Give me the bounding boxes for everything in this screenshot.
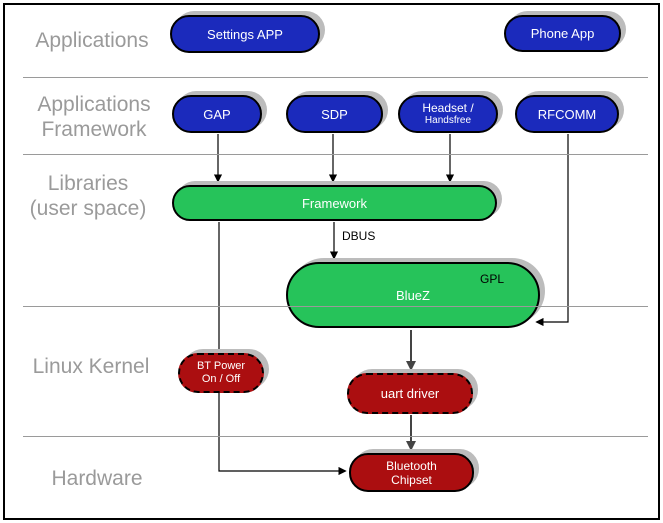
node-bluez: GPL BlueZ [286,262,540,328]
node-label: RFCOMM [537,106,597,122]
node-label: BlueZ [396,287,430,303]
layer-label-line: (user space) [29,197,147,220]
node-label: BT Power [196,360,246,372]
node-headset-handsfree: Headset / Handsfree [398,95,498,133]
node-uart-driver: uart driver [347,373,473,414]
node-rfcomm: RFCOMM [515,95,619,133]
node-label: Handsfree [424,114,472,126]
layer-label-linux-kernel: Linux Kernel [15,354,167,379]
layer-divider-3 [23,306,648,307]
node-label: Settings APP [207,26,283,42]
node-framework: Framework [172,185,497,221]
layer-label-hardware: Hardware [21,466,173,491]
node-label: SDP [321,106,348,122]
node-label: On / Off [201,373,241,385]
dbus-edge-label: DBUS [342,229,376,243]
layer-label-line: Framework [41,118,147,141]
node-label: Framework [301,195,367,211]
outer-border [3,3,660,520]
node-bluetooth-chipset: Bluetooth Chipset [349,453,474,492]
layer-label-line: Applications [37,93,151,116]
node-label: Headset / [422,100,474,115]
layer-divider-2 [23,154,648,155]
layer-label-libraries: Libraries (user space) [12,171,164,221]
layer-label-applications: Applications [16,28,168,53]
node-label: Phone App [530,26,595,41]
node-phone-app: Phone App [504,15,621,52]
gpl-badge: GPL [479,272,504,286]
layer-label-line: Hardware [51,467,143,490]
layer-label-line: Libraries [47,172,129,195]
edge-rfcomm-to-bluez [535,134,569,327]
layer-divider-4 [23,436,648,437]
edge-framework-to-chipset [218,222,347,476]
node-bt-power-on-off: BT Power On / Off [178,353,264,393]
layer-label-line: Applications [35,29,149,52]
layer-label-applications-framework: Applications Framework [18,92,170,142]
node-settings-app: Settings APP [170,15,320,53]
node-sdp: SDP [286,95,383,133]
node-gap: GAP [172,95,262,133]
layer-label-line: Linux Kernel [32,355,150,378]
node-label: uart driver [380,386,440,401]
node-label: Chipset [391,472,432,487]
layer-divider-1 [23,77,648,78]
node-label: Bluetooth [386,458,437,473]
node-label: GAP [203,106,231,122]
